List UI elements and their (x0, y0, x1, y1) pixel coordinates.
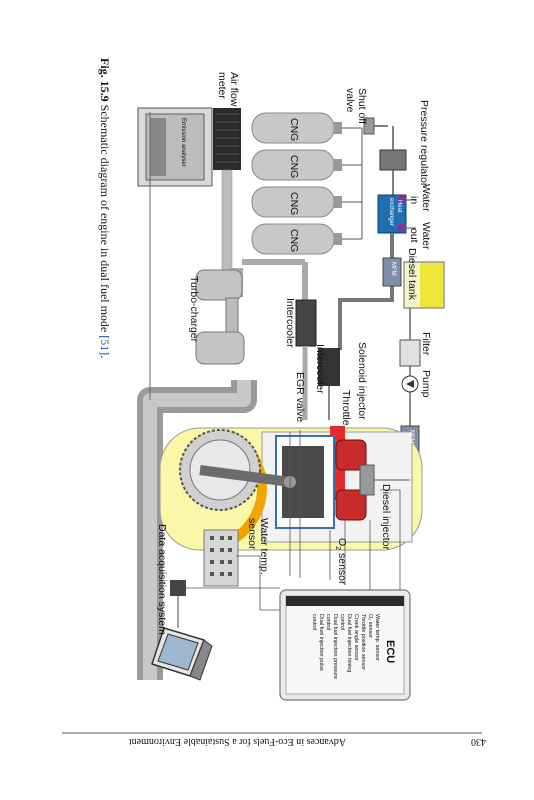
label-cng-2: CNG (288, 155, 300, 179)
heat-exchanger (377, 194, 416, 234)
intercooler (295, 299, 317, 420)
gas-line (338, 233, 394, 350)
label-water-temp: Water temp. (258, 518, 270, 575)
pressure-regulator (363, 117, 407, 195)
page-number: 430 (471, 736, 486, 747)
label-emission-analyser: Emission analyser (180, 118, 186, 167)
label-air-flow-meter: meter (216, 72, 228, 99)
label-heat: Heat (396, 200, 402, 213)
ecu-line: Water temp. sensor (374, 614, 380, 661)
label-egr-valve: EGR valve (294, 372, 306, 423)
o2-sensor-word: sensor (336, 550, 348, 585)
ecu-line: Dual fuel injection timing (346, 614, 352, 673)
data-acquisition-unit (170, 529, 239, 628)
label-throttle: Throttle (340, 390, 352, 426)
ecu-line: control (325, 614, 331, 631)
label-shut-off: Shut off (356, 88, 368, 125)
label-water-temp-sensor: sensor (246, 518, 258, 550)
ecu-box (279, 589, 411, 701)
ecu-line: control (311, 614, 317, 631)
label-filter: Filter (420, 332, 432, 356)
ecu-lines: Water temp. sensor O₂ sensor Throttle po… (310, 614, 380, 706)
label-water-in: Water (420, 184, 432, 212)
ecu-line: Throttle position sensor (360, 614, 366, 671)
label-data-acquisition: Data acquisition system (156, 524, 168, 635)
label-intercooler-upper: Intercooler (314, 344, 326, 394)
label-pressure-regulator: Pressure regulator (418, 100, 430, 187)
air-flow-meter (213, 108, 241, 271)
exhaust-pipe (137, 112, 257, 680)
figure-label: Fig. 15.9 (98, 58, 112, 102)
label-cng-3: CNG (288, 192, 300, 216)
ecu-line: control (339, 614, 345, 631)
ecu-line: Dual fuel injection pressure (332, 614, 338, 680)
ecu-line: Dual fuel injection pulse (318, 614, 324, 671)
egr-valve (318, 348, 340, 420)
figure-caption-text: Schematic diagram of engine in dual fuel… (98, 104, 112, 333)
label-diesel-tank: Diesel tank (406, 248, 418, 300)
mfm-gas (382, 257, 402, 287)
label-water-in-2: in (408, 196, 420, 205)
label-water-out-2: out (408, 228, 420, 243)
label-cng-1: CNG (288, 118, 300, 142)
ecu-line: Crank angle sensor (353, 614, 359, 661)
ecu-title: ECU (384, 640, 396, 664)
injector-heads (335, 439, 410, 521)
signal-wires (186, 430, 401, 611)
label-pump: Pump (420, 370, 432, 398)
figure-caption-end: . (98, 355, 112, 359)
emission-analyser (137, 107, 213, 187)
laptop-icon (151, 627, 213, 681)
label-air-flow: Air flow (228, 72, 240, 107)
cng-cylinders (251, 112, 363, 255)
label-mfm-gas: MFM (390, 262, 396, 276)
label-diesel-injector: Diesel injector (380, 484, 392, 550)
label-cng-4: CNG (288, 229, 300, 253)
diesel-tank (403, 261, 445, 309)
figure-citation: [51] (98, 335, 112, 356)
label-o2-sensor: O2 sensor (334, 538, 348, 585)
label-shut-off-valve: valve (344, 88, 356, 113)
label-exchanger: exchanger (388, 198, 394, 227)
ecu-line: O₂ sensor (367, 614, 373, 638)
label-intercooler: Intercooler (284, 298, 296, 348)
label-solenoid-injector: Solenoid injector (356, 342, 368, 420)
o2-sensor-o: O (336, 538, 348, 547)
label-mfm-diesel: MFM (408, 430, 414, 444)
turbo-charger (195, 259, 308, 365)
running-head: Advances in Eco-Fuels for a Sustainable … (128, 736, 346, 747)
label-turbo-charger: Turbo-charger (188, 276, 200, 343)
label-water-out: Water (420, 222, 432, 250)
figure-caption: Fig. 15.9 Schematic diagram of engine in… (97, 58, 112, 358)
